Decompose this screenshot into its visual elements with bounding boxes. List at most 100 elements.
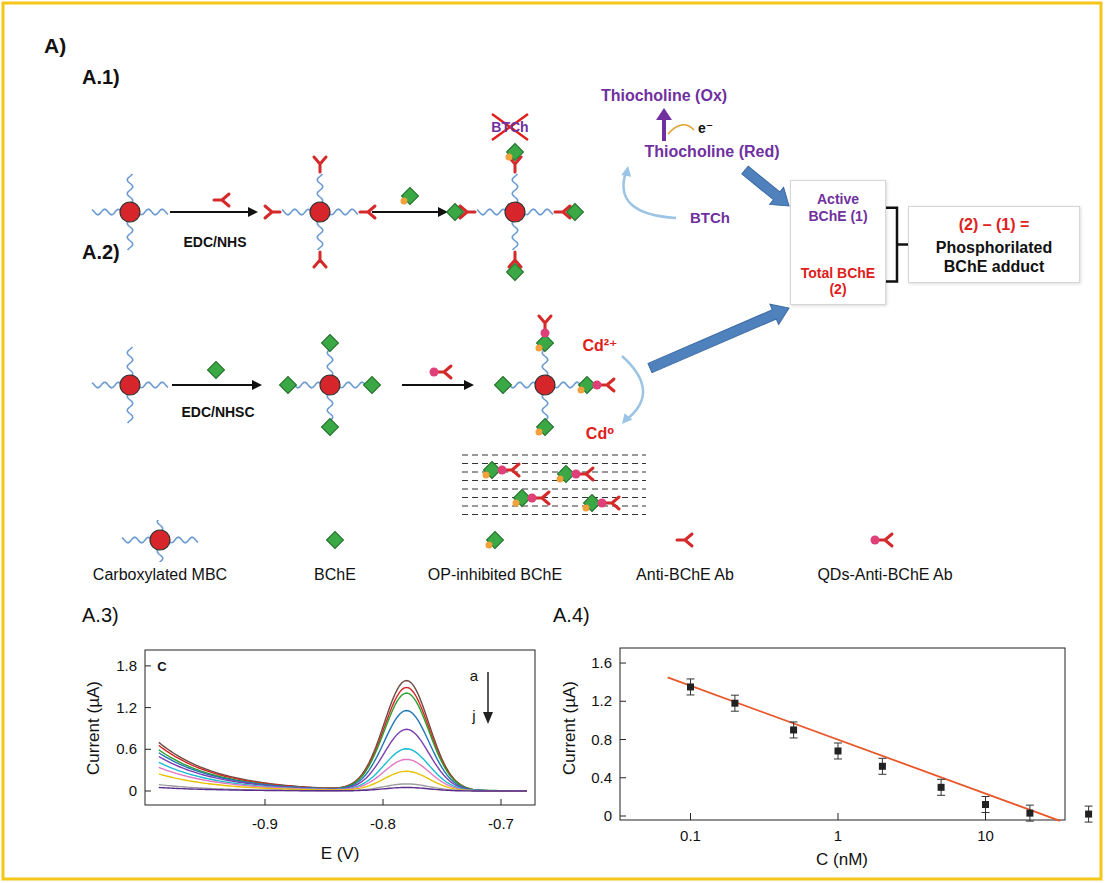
label: A.1) xyxy=(82,66,120,89)
block-arrow xyxy=(738,161,796,214)
mbc-particle xyxy=(477,174,553,250)
label: C xyxy=(157,660,166,675)
mbc-particle xyxy=(122,520,198,562)
axis-title: Current (µA) xyxy=(560,681,580,775)
legend-item: OP-inhibited BChE xyxy=(395,520,595,584)
bche-enzyme xyxy=(567,204,584,221)
legend-text: QDs-Anti-BChE Ab xyxy=(785,566,985,584)
legend-icon xyxy=(235,520,435,562)
label: Cd²⁺ xyxy=(582,337,617,355)
calibration-plot xyxy=(620,648,1093,822)
label: A.3) xyxy=(82,604,119,627)
label: A.4) xyxy=(553,604,590,627)
arrowhead xyxy=(618,413,632,427)
label: EDC/NHSC xyxy=(181,404,254,420)
antibody xyxy=(498,464,520,476)
antibody xyxy=(677,534,692,546)
equation-box: (2) – (1) =Phosphorilated BChE adduct xyxy=(908,206,1080,284)
antibody xyxy=(214,194,229,206)
antibody xyxy=(598,497,620,509)
antibody xyxy=(265,206,280,218)
antibody xyxy=(314,252,326,267)
tick-label: -0.7 xyxy=(488,815,514,832)
bche-enzyme xyxy=(401,188,419,205)
legend-icon xyxy=(585,520,785,562)
bracket-connector xyxy=(886,208,908,282)
label: j xyxy=(472,707,475,724)
legend-item: QDs-Anti-BChE Ab xyxy=(785,520,985,584)
legend-text: Anti-BChE Ab xyxy=(585,566,785,584)
tick-label: -0.8 xyxy=(370,815,396,832)
tick-label: C (nM) xyxy=(816,850,868,870)
arrowhead xyxy=(252,380,262,390)
bche-enzyme xyxy=(322,335,339,352)
tick-label: 1 xyxy=(834,827,842,844)
cross-mark xyxy=(492,114,528,140)
frame xyxy=(3,3,1101,879)
electron-curl xyxy=(668,125,694,134)
bche-enzyme xyxy=(447,204,464,221)
antibody xyxy=(539,316,551,338)
arrowhead xyxy=(464,380,474,390)
arrowhead xyxy=(621,165,633,177)
bche-enzyme xyxy=(327,532,344,549)
node-text: Phosphorilated BChE adduct xyxy=(915,238,1073,276)
antibody xyxy=(314,157,326,172)
antibody xyxy=(593,379,615,391)
label: A) xyxy=(44,34,66,58)
bche-enzyme xyxy=(208,362,225,379)
bche-enzyme xyxy=(495,377,512,394)
electron-arrow xyxy=(662,118,666,141)
label: Thiocholine (Red) xyxy=(644,143,779,161)
legend-icon xyxy=(785,520,985,562)
mbc-particle xyxy=(507,347,583,423)
bche-enzyme xyxy=(507,264,524,281)
magnetic-stack xyxy=(462,455,646,515)
legend-text: OP-inhibited BChE xyxy=(395,566,595,584)
label: A.2) xyxy=(82,241,120,264)
node-text: Total BChE (2) xyxy=(797,265,879,299)
bche-enzyme xyxy=(536,419,554,436)
legend-text: BChE xyxy=(235,566,435,584)
tick-label: 1.8 xyxy=(116,657,137,674)
tick-label: 1.2 xyxy=(591,693,612,710)
legend-item: Carboxylated MBC xyxy=(60,520,260,584)
antibody xyxy=(871,534,893,546)
bche-enzyme xyxy=(506,144,524,161)
reaction-arrow xyxy=(170,211,250,213)
mbc-particle xyxy=(92,347,168,423)
label: Thiocholine (Ox) xyxy=(601,87,727,105)
antibody xyxy=(572,468,594,480)
voltammogram xyxy=(145,650,535,805)
bche-enzyme xyxy=(364,377,381,394)
tick-label: 1.2 xyxy=(116,699,137,716)
tick-label: 0 xyxy=(604,807,612,824)
bche-enzyme xyxy=(486,532,504,549)
block-arrow xyxy=(646,298,794,378)
result-box: Active BChE (1)Total BChE (2) xyxy=(790,180,886,305)
label: BTCh xyxy=(690,209,730,226)
antibody xyxy=(528,492,550,504)
tick-label: 0.4 xyxy=(591,769,612,786)
label: e⁻ xyxy=(698,120,713,136)
antibody xyxy=(430,366,452,378)
axis-title: Current (µA) xyxy=(84,681,104,775)
tick-label: 1.6 xyxy=(591,654,612,671)
tick-label: 0.6 xyxy=(116,741,137,758)
label: a xyxy=(470,667,478,684)
tick-label: 0.1 xyxy=(680,827,701,844)
reaction-arrow xyxy=(372,211,440,213)
curved-arrow xyxy=(622,356,643,420)
label: EDC/NHS xyxy=(183,234,246,250)
tick-label: E (V) xyxy=(321,844,360,864)
mbc-particle xyxy=(282,174,358,250)
tick-label: 10 xyxy=(977,827,994,844)
tick-label: 0 xyxy=(129,782,137,799)
mbc-particle xyxy=(92,174,168,250)
bche-enzyme xyxy=(322,419,339,436)
legend-icon xyxy=(395,520,595,562)
legend-icon xyxy=(60,520,260,562)
arrowhead xyxy=(248,207,258,217)
reaction-arrow xyxy=(402,384,466,386)
